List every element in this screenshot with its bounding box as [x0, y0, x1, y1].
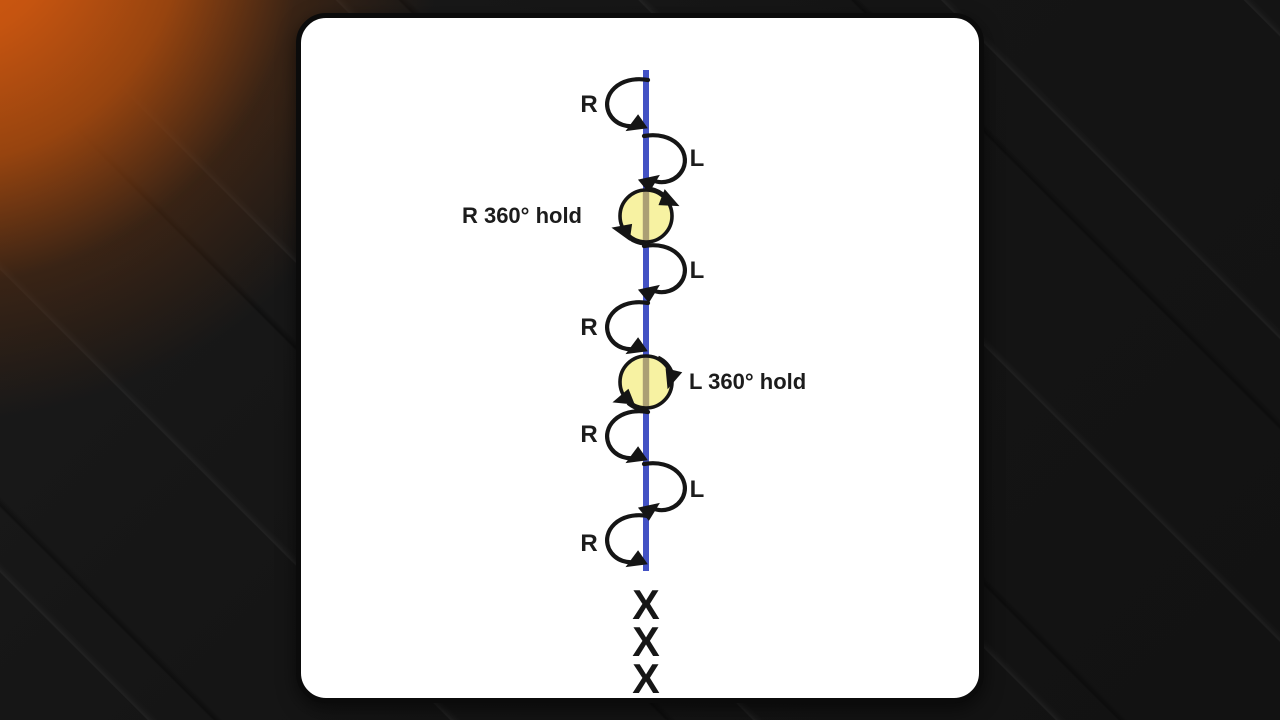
arc-label-l-1: L: [689, 145, 705, 172]
hold-circle-l360: [612, 354, 683, 412]
arc-label-l-3: L: [689, 476, 705, 503]
arc-label-r-4: R: [580, 530, 598, 557]
spin-arc-l-3: [637, 461, 687, 521]
spin-arc-r-1: [605, 77, 651, 132]
start-marker-3: X: [632, 655, 660, 702]
hold-circle-r360: [611, 186, 680, 246]
spin-arc-r-4: [605, 513, 651, 568]
arc-label-r-3: R: [580, 421, 598, 448]
start-marker-2: X: [632, 618, 660, 665]
spin-arc-r-3: [605, 409, 651, 464]
spin-arc-l-1: [637, 133, 687, 193]
spin-arc-l-2: [637, 243, 687, 303]
hold-label-r360: R 360° hold: [461, 203, 582, 228]
hold-label-l360: L 360° hold: [689, 369, 807, 394]
arc-label-l-2: L: [689, 257, 705, 284]
diagram-card: R L L R R L R R 360° hold L 360° hold X …: [296, 13, 984, 703]
start-marker-1: X: [632, 581, 660, 628]
spin-pattern-graphic: [605, 70, 687, 571]
arc-label-r-1: R: [580, 91, 598, 118]
arc-label-r-2: R: [580, 314, 598, 341]
spin-pattern-diagram: R L L R R L R R 360° hold L 360° hold X …: [301, 18, 979, 702]
spin-arc-r-2: [605, 300, 651, 355]
